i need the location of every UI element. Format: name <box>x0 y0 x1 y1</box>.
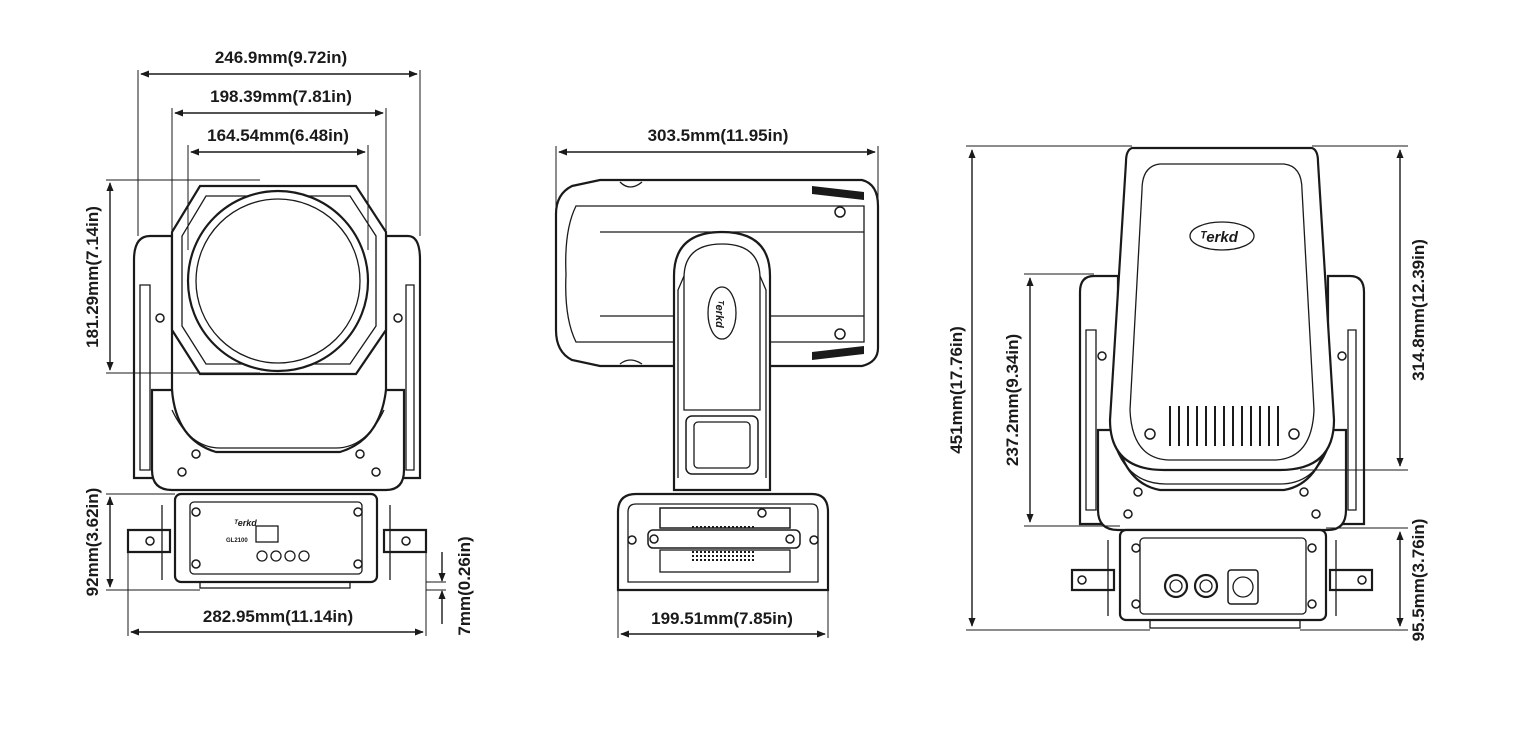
side-dimensions: 303.5mm(11.95in) 199.51mm(7.85in) <box>555 126 879 638</box>
front-panel-model: GL2100 <box>226 538 248 544</box>
side-head-length-label: 303.5mm(11.95in) <box>648 126 789 145</box>
front-head-height-label: 181.29mm(7.14in) <box>83 206 102 348</box>
rear-head-logo: ᵀerkd <box>1200 229 1239 246</box>
side-view: ᵀerkd <box>554 178 880 592</box>
rear-view: ᵀerkd <box>1070 146 1374 629</box>
front-view: ᵀerkd GL2100 <box>126 184 428 589</box>
front-base-width-label: 282.95mm(11.14in) <box>203 607 353 626</box>
side-base-depth-label: 199.51mm(7.85in) <box>651 609 793 628</box>
rear-arm-height-label: 237.2mm(9.34in) <box>1003 334 1022 466</box>
rear-dimensions: 451mm(17.76in) 237.2mm(9.34in) 314.8mm(1… <box>947 145 1428 642</box>
front-width-middle-label: 198.39mm(7.81in) <box>210 87 352 106</box>
rear-vent-grille <box>1169 406 1279 446</box>
front-dimensions: 246.9mm(9.72in) 198.39mm(7.81in) 164.54m… <box>83 48 474 636</box>
front-width-outer-label: 246.9mm(9.72in) <box>215 48 347 67</box>
front-panel-logo: ᵀerkd <box>234 518 257 528</box>
front-width-lens-label: 164.54mm(6.48in) <box>207 126 349 145</box>
rear-total-height-label: 451mm(17.76in) <box>947 326 966 454</box>
front-base-height-label: 92mm(3.62in) <box>83 488 102 597</box>
rear-base-height-label: 95.5mm(3.76in) <box>1409 519 1428 642</box>
front-foot-height-label: 7mm(0.26in) <box>455 536 474 635</box>
side-arm-logo: ᵀerkd <box>713 300 725 328</box>
rear-head-height-label: 314.8mm(12.39in) <box>1409 239 1428 381</box>
